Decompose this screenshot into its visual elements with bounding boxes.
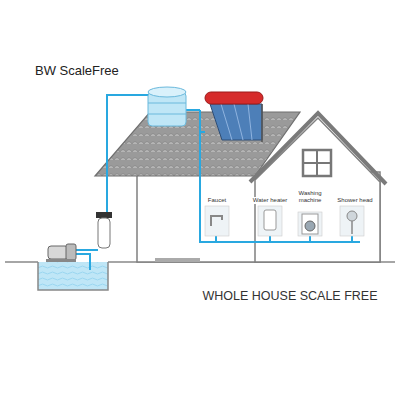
washing-machine-icon: [298, 212, 322, 236]
diagram-caption: WHOLE HOUSE SCALE FREE: [202, 289, 377, 303]
window: [303, 150, 331, 176]
shower-head-icon: [340, 206, 364, 236]
roof: [95, 112, 300, 176]
filter: [96, 212, 112, 248]
roof-edge: [250, 113, 386, 184]
appliance-label: Water heater: [249, 197, 291, 204]
appliance-label: Shower head: [335, 197, 375, 204]
appliance-label: Faucet: [202, 197, 232, 204]
solar-heater: [205, 92, 263, 142]
water-heater-icon: [258, 206, 282, 236]
faucet-icon: [205, 206, 229, 236]
water-pipe: [72, 95, 360, 270]
diagram-title: BW ScaleFree: [35, 64, 119, 79]
ground-line: [5, 261, 38, 263]
foundation: [155, 258, 200, 262]
water-tank: [148, 87, 186, 126]
pump: [46, 244, 76, 262]
well: [38, 262, 108, 290]
appliance-label: Washing machine: [293, 190, 327, 204]
